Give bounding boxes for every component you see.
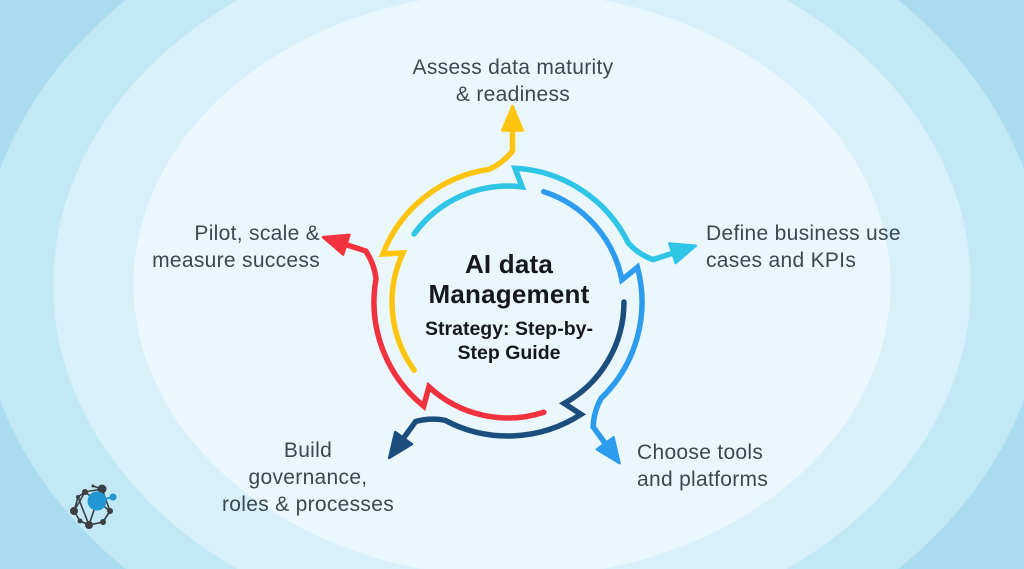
step-segment-bottom-right [541,188,645,465]
step-label-define-line1: Define business use [706,222,901,245]
step-arrowhead-bottom-left [387,430,414,460]
title-line-2: Management [428,279,590,309]
step-label-assess: Assess data maturity & readiness [393,54,633,108]
step-label-pilot-line1: Pilot, scale & [194,222,320,245]
step-label-pilot: Pilot, scale & measure success [126,220,320,274]
step-arc-bottom-left [399,299,627,443]
step-segment-left [321,233,547,421]
step-segment-bottom-left [387,299,627,460]
step-arc-left [342,241,547,421]
logo-accent-node [87,491,117,511]
subtitle-line-2: Step Guide [457,342,561,364]
cycle-diagram [321,104,698,465]
step-label-define: Define business use cases and KPIs [706,220,916,274]
diagram-title: AI data Management Strategy: Step-by- St… [403,249,615,365]
subtitle: Strategy: Step-by- Step Guide [403,317,615,365]
step-segment-top [378,104,525,373]
step-label-choose-line2: and platforms [637,468,769,491]
step-arc-top [378,126,516,373]
title-line-1: AI data [464,249,554,279]
step-label-governance-line2: roles & processes [222,493,395,516]
step-label-choose-line1: Choose tools [637,441,764,464]
step-label-governance-line1: Build governance, [248,439,368,489]
step-arrowhead-top [500,104,525,132]
step-segment-right [411,165,698,265]
step-label-assess-line1: Assess data maturity [412,56,614,79]
step-label-pilot-line2: measure success [152,249,320,272]
step-label-choose: Choose tools and platforms [637,439,817,493]
step-arrowhead-right [668,242,698,265]
step-arrowhead-left [321,233,351,256]
subtitle-line-1: Strategy: Step-by- [425,318,593,340]
step-label-assess-line2: & readiness [455,83,571,106]
step-label-governance: Build governance, roles & processes [222,437,394,518]
step-arc-bottom-right [541,188,645,448]
network-nodes-logo [70,484,117,529]
step-label-define-line2: cases and KPIs [706,249,857,272]
step-arrowhead-bottom-right [595,436,621,465]
logo-nodes [70,484,113,529]
step-arc-right [411,165,677,263]
